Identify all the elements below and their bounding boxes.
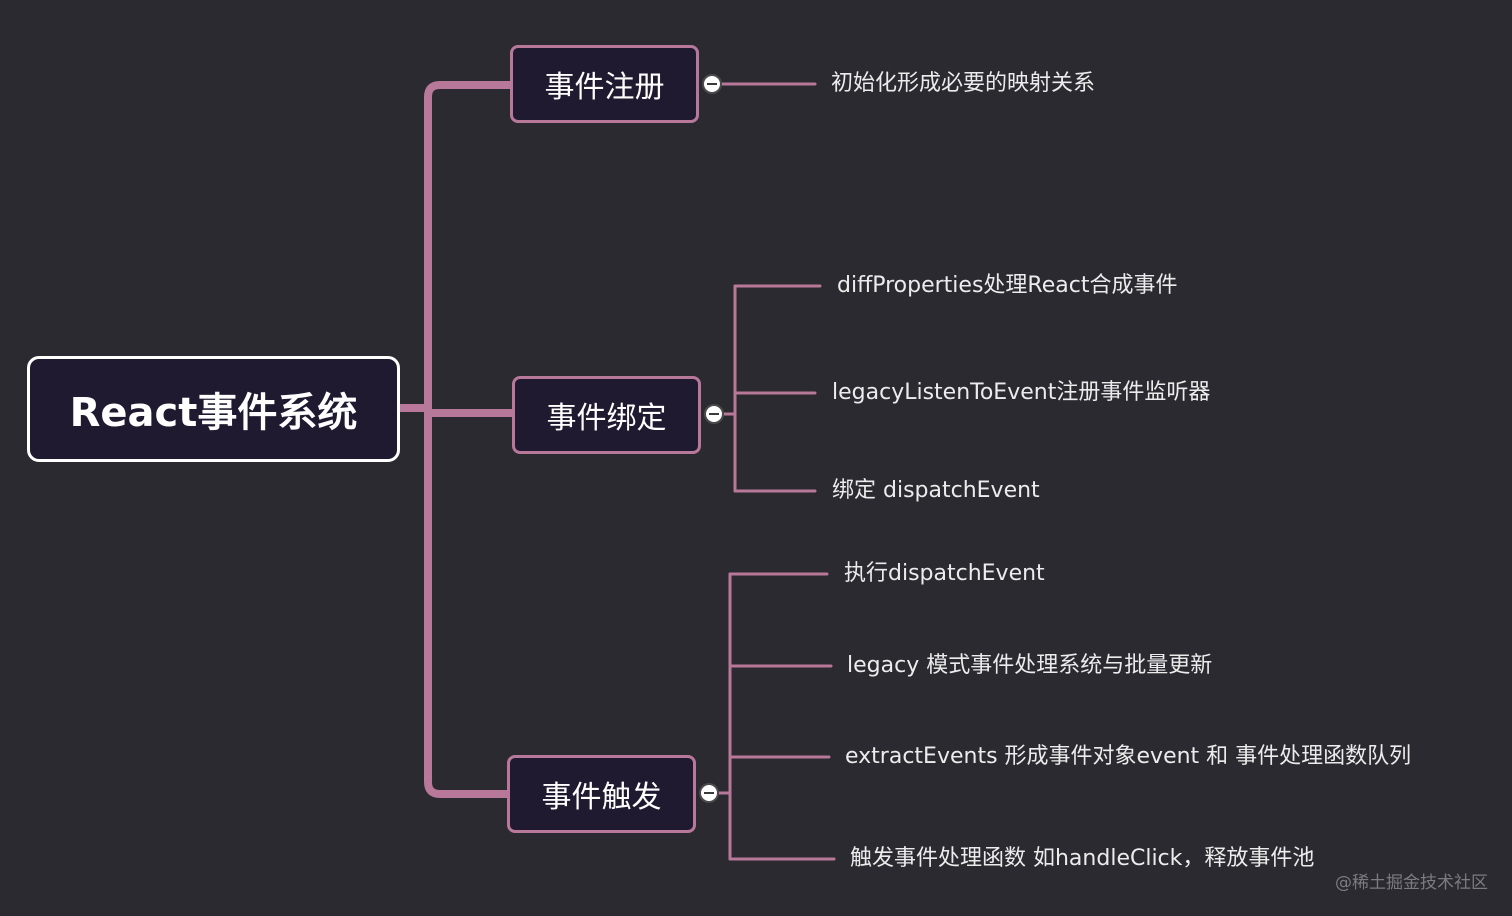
collapse-toggle-icon[interactable]: [704, 404, 724, 424]
leaf-trigger-3[interactable]: extractEvents 形成事件对象event 和 事件处理函数队列: [845, 744, 1412, 769]
root-node[interactable]: React事件系统: [27, 356, 400, 462]
leaf-trigger-2[interactable]: legacy 模式事件处理系统与批量更新: [847, 653, 1213, 678]
leaf-binding-1[interactable]: diffProperties处理React合成事件: [837, 273, 1178, 298]
leaf-trigger-1[interactable]: 执行dispatchEvent: [844, 561, 1045, 586]
collapse-toggle-icon[interactable]: [699, 783, 719, 803]
watermark: @稀土掘金技术社区: [1335, 873, 1488, 893]
leaf-binding-2[interactable]: legacyListenToEvent注册事件监听器: [832, 380, 1211, 405]
trunk-spine: [424, 81, 516, 798]
branch-node-registration[interactable]: 事件注册: [510, 45, 699, 123]
leaf-trigger-4[interactable]: 触发事件处理函数 如handleClick，释放事件池: [850, 846, 1315, 871]
leaf-registration-1[interactable]: 初始化形成必要的映射关系: [831, 71, 1096, 96]
branch-node-binding[interactable]: 事件绑定: [512, 376, 701, 454]
collapse-toggle-icon[interactable]: [702, 74, 722, 94]
leaf-binding-3[interactable]: 绑定 dispatchEvent: [832, 478, 1040, 503]
branch-node-trigger[interactable]: 事件触发: [507, 755, 696, 833]
